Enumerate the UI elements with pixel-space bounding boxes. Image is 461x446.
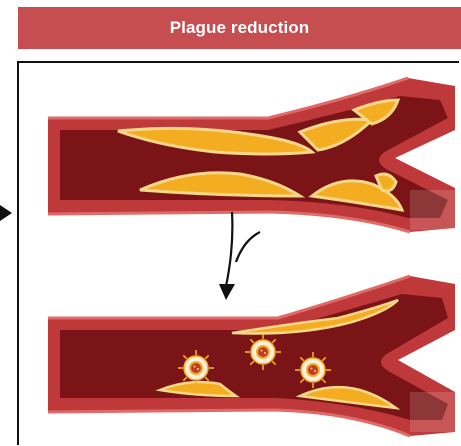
- artery-with-plaque: [48, 78, 455, 232]
- nanoparticle-2: [245, 334, 281, 370]
- down-arrow-icon: [219, 212, 260, 300]
- nanoparticle-1: [178, 350, 214, 386]
- nanoparticle-3: [295, 352, 331, 388]
